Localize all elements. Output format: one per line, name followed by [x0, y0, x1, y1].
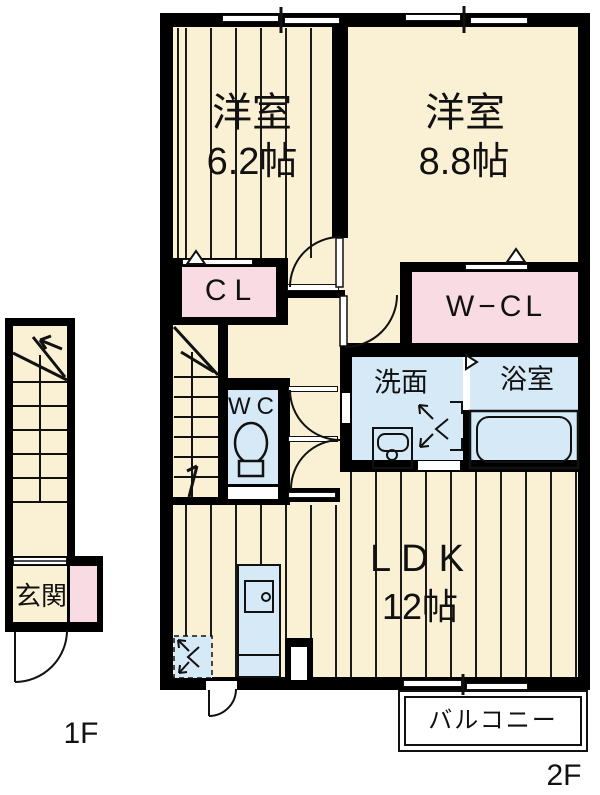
entrance-door-arc	[14, 629, 68, 683]
closet-label: CL	[204, 274, 260, 307]
bathroom-label: 浴室	[500, 364, 554, 395]
washroom-label: 洗面	[374, 367, 428, 398]
wall-hall-upper	[283, 290, 345, 298]
wall-stairs-bottom	[173, 497, 218, 505]
entry-stub-opening	[291, 647, 307, 680]
hall-doorway-3	[288, 436, 338, 442]
floor-label-1f: 1F	[63, 717, 99, 750]
window-bedroom2-left	[405, 14, 461, 21]
stairwell-floor	[13, 326, 67, 556]
entrance-sliding-door	[13, 557, 67, 565]
room-closet	[182, 267, 276, 317]
hall-doorway-2	[288, 386, 338, 392]
window-bedroom2-right	[470, 17, 528, 24]
window-bedroom1-right	[284, 17, 340, 24]
ldk-size-label: 12帖	[381, 586, 459, 627]
walk-in-closet-label: W−CL	[445, 290, 547, 323]
washroom-door-gap	[342, 393, 350, 423]
toilet-door	[228, 487, 278, 499]
bedroom1-size-label: 6.2帖	[206, 141, 298, 183]
wall-bedroom-divider	[332, 27, 348, 238]
wall-stairs-right	[218, 325, 228, 378]
bedroom2-name-label: 洋室	[425, 91, 505, 135]
bedroom1-name-label: 洋室	[212, 91, 292, 135]
bedroom2-size-label: 8.8帖	[418, 141, 510, 183]
balcony-slider-right	[466, 683, 528, 690]
entrance-label: 玄関	[14, 581, 68, 611]
room-ldk-left	[173, 505, 340, 677]
floor-label-2f: 2F	[546, 759, 582, 792]
entrance-side-area	[70, 566, 97, 622]
closet-sliding-door	[182, 259, 253, 265]
washroom-bottom-opening	[418, 461, 460, 470]
balcony-inner	[404, 696, 582, 746]
toilet-label: WC	[228, 393, 280, 420]
room-bedroom1	[174, 28, 332, 258]
entrance-door-gap	[206, 681, 237, 690]
room-walk-in-closet	[412, 272, 578, 345]
bathroom-door-gap	[463, 357, 470, 410]
balcony-slider-left	[403, 680, 462, 687]
room-entrance	[13, 566, 67, 622]
walk-in-closet-sliding-door	[465, 264, 528, 270]
balcony-label: バルコニー	[428, 707, 558, 734]
window-bedroom1-left	[222, 15, 279, 22]
hall-doorway-1	[287, 284, 339, 291]
room-ldk-right	[340, 472, 578, 677]
ldk-name-label: LDK	[370, 538, 474, 580]
hall-doorway-4	[288, 492, 336, 498]
